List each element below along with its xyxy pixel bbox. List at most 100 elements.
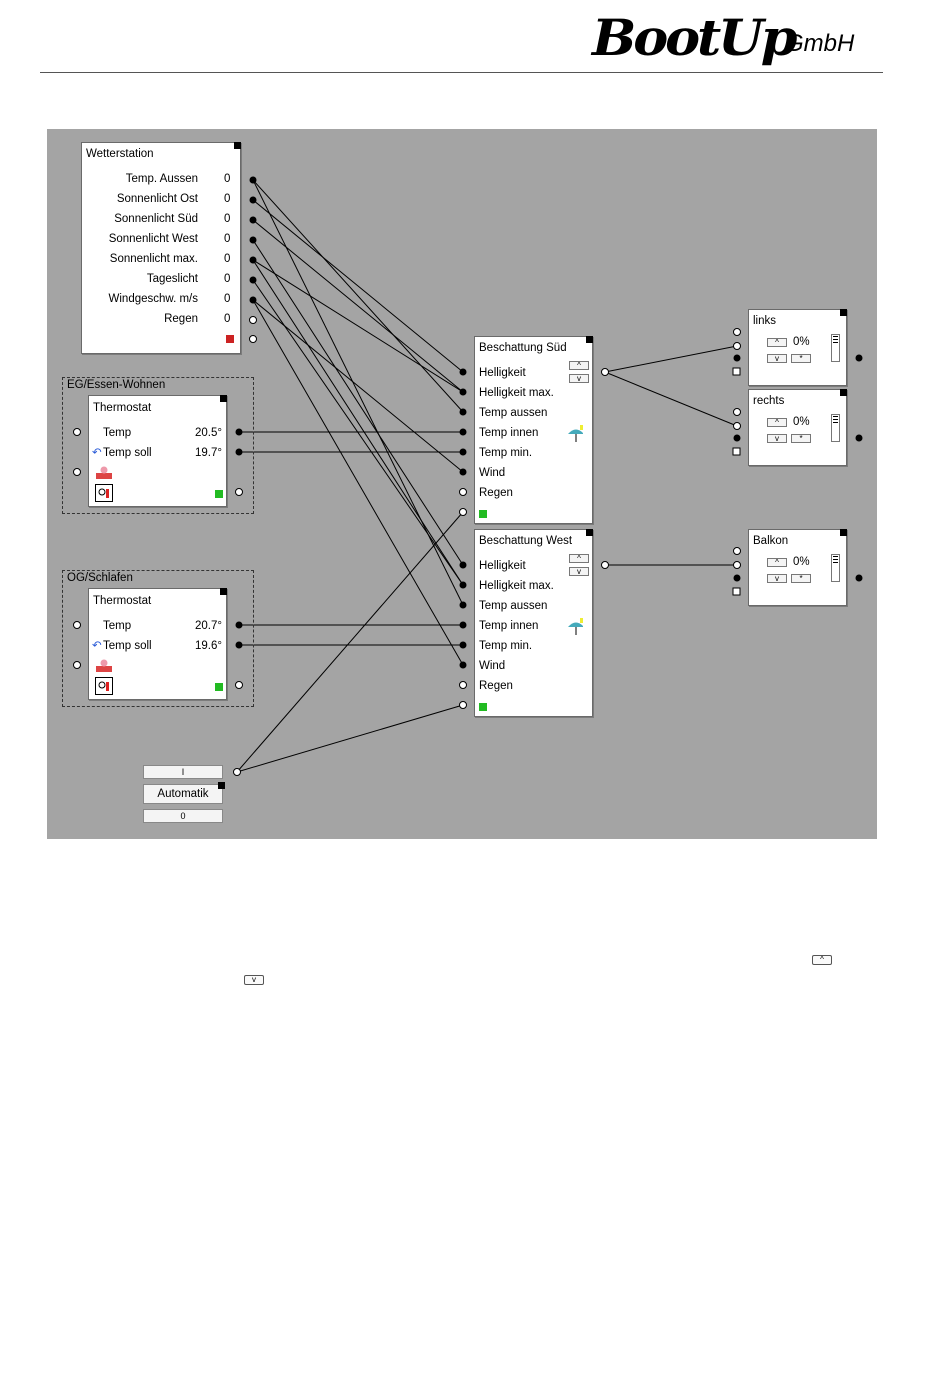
node-title: Thermostat (93, 595, 152, 607)
node-corner-marker (586, 336, 593, 343)
blind-percent: 0% (793, 556, 810, 568)
input-label: Wind (479, 660, 506, 672)
input-label: Temp min. (479, 447, 533, 459)
temp-soll-value: 19.6° (195, 640, 222, 652)
node-title: rechts (753, 395, 785, 407)
sensor-label: Sonnenlicht Süd (114, 213, 198, 225)
sensor-value: 0 (224, 253, 231, 265)
sensor-label: Temp. Aussen (125, 173, 198, 185)
down-button[interactable]: v (767, 354, 787, 363)
node-corner-marker (840, 309, 847, 316)
node-corner-marker (840, 529, 847, 536)
group-label: EG/Essen-Wohnen (67, 379, 166, 391)
sensor-label: Tageslicht (146, 273, 198, 285)
temp-label: Temp (103, 620, 132, 632)
status-indicator-icon (215, 490, 223, 498)
input-label: Helligkeit max. (479, 387, 554, 399)
up-button[interactable]: ^ (569, 554, 589, 563)
group-eg-essen-wohnen[interactable] (62, 377, 254, 514)
logo-main-text: BootUp (592, 8, 797, 67)
thermostat-node[interactable]: Thermostat Temp 20.5° ↶ Temp soll 19.7° (88, 395, 227, 507)
status-indicator-icon (479, 703, 487, 711)
stop-button[interactable]: * (791, 434, 811, 443)
down-button[interactable]: v (767, 574, 787, 583)
input-label: Temp innen (479, 427, 539, 439)
sensor-label: Sonnenlicht max. (109, 253, 198, 265)
automatik-on-button[interactable]: I (143, 765, 223, 779)
wire-layer (73, 176, 863, 776)
wetterstation-node[interactable]: Wetterstation Temp. Aussen 0 Sonnenlicht… (81, 142, 241, 354)
node-corner-marker (234, 142, 241, 149)
blind-percent: 0% (793, 336, 810, 348)
automatik-off-button[interactable]: 0 (143, 809, 223, 823)
node-corner-marker (220, 588, 227, 595)
input-label: Helligkeit max. (479, 580, 554, 592)
header-divider (40, 72, 883, 73)
thermostat-icon (95, 484, 113, 502)
input-label: Regen (479, 680, 513, 692)
umbrella-icon (568, 618, 583, 635)
input-label: Temp min. (479, 640, 533, 652)
automatik-switch[interactable]: Automatik (143, 784, 223, 804)
up-button[interactable]: ^ (767, 558, 787, 567)
sensor-value: 0 (224, 313, 231, 325)
input-label: Temp aussen (479, 600, 548, 612)
blind-position-bar (831, 414, 840, 442)
node-corner-marker (840, 389, 847, 396)
bootup-logo: BootUp GmbH (592, 8, 892, 70)
group-og-schlafen[interactable] (62, 570, 254, 707)
radiator-person-icon (96, 466, 112, 479)
input-label: Temp innen (479, 620, 539, 632)
blind-node-balkon[interactable]: Balkon ^ 0% v * (748, 529, 847, 606)
up-button[interactable]: ^ (767, 418, 787, 427)
blind-node-links[interactable]: links ^ 0% v * (748, 309, 847, 386)
input-label: Temp aussen (479, 407, 548, 419)
node-corner-marker (220, 395, 227, 402)
down-button[interactable]: v (569, 374, 589, 383)
blind-percent: 0% (793, 416, 810, 428)
input-label: Helligkeit (479, 560, 526, 572)
temp-value: 20.5° (195, 427, 222, 439)
stop-button[interactable]: * (791, 354, 811, 363)
temp-soll-value: 19.7° (195, 447, 222, 459)
blind-position-bar (831, 554, 840, 582)
stop-button[interactable]: * (791, 574, 811, 583)
temp-label: Temp (103, 427, 132, 439)
thermostat-icon (95, 677, 113, 695)
node-corner-marker (218, 782, 225, 789)
sensor-value: 0 (224, 293, 231, 305)
sensor-label: Sonnenlicht Ost (116, 193, 198, 205)
sensor-label: Regen (164, 313, 198, 325)
temp-soll-label: Temp soll (103, 640, 152, 652)
beschattung-west-node[interactable]: Beschattung West ^ v Helligkeit Helligke… (474, 529, 593, 717)
node-corner-marker (586, 529, 593, 536)
sensor-value: 0 (224, 233, 231, 245)
down-button[interactable]: v (767, 434, 787, 443)
radiator-person-icon (96, 659, 112, 672)
up-button[interactable]: ^ (569, 361, 589, 370)
node-title: Thermostat (93, 402, 152, 414)
group-label: OG/Schlafen (67, 572, 133, 584)
node-title: links (753, 315, 777, 327)
logic-editor-canvas[interactable]: Wetterstation Temp. Aussen 0 Sonnenlicht… (47, 129, 877, 839)
sensor-value: 0 (224, 213, 231, 225)
undo-icon: ↶ (92, 640, 102, 652)
blind-node-rechts[interactable]: rechts ^ 0% v * (748, 389, 847, 466)
sensor-value: 0 (224, 173, 231, 185)
node-title: Balkon (753, 535, 789, 547)
beschattung-sued-node[interactable]: Beschattung Süd ^ v Helligkeit Helligkei… (474, 336, 593, 524)
down-button: v (244, 975, 264, 985)
input-label: Helligkeit (479, 367, 526, 379)
input-label: Wind (479, 467, 506, 479)
sensor-label: Windgeschw. m/s (108, 293, 198, 305)
down-button[interactable]: v (569, 567, 589, 576)
sensor-label: Sonnenlicht West (108, 233, 198, 245)
status-indicator-icon (479, 510, 487, 518)
status-indicator-icon (226, 335, 234, 343)
up-button[interactable]: ^ (767, 338, 787, 347)
status-indicator-icon (215, 683, 223, 691)
temp-value: 20.7° (195, 620, 222, 632)
up-button: ^ (812, 955, 832, 965)
undo-icon: ↶ (92, 447, 102, 459)
thermostat-node[interactable]: Thermostat Temp 20.7° ↶ Temp soll 19.6° (88, 588, 227, 700)
